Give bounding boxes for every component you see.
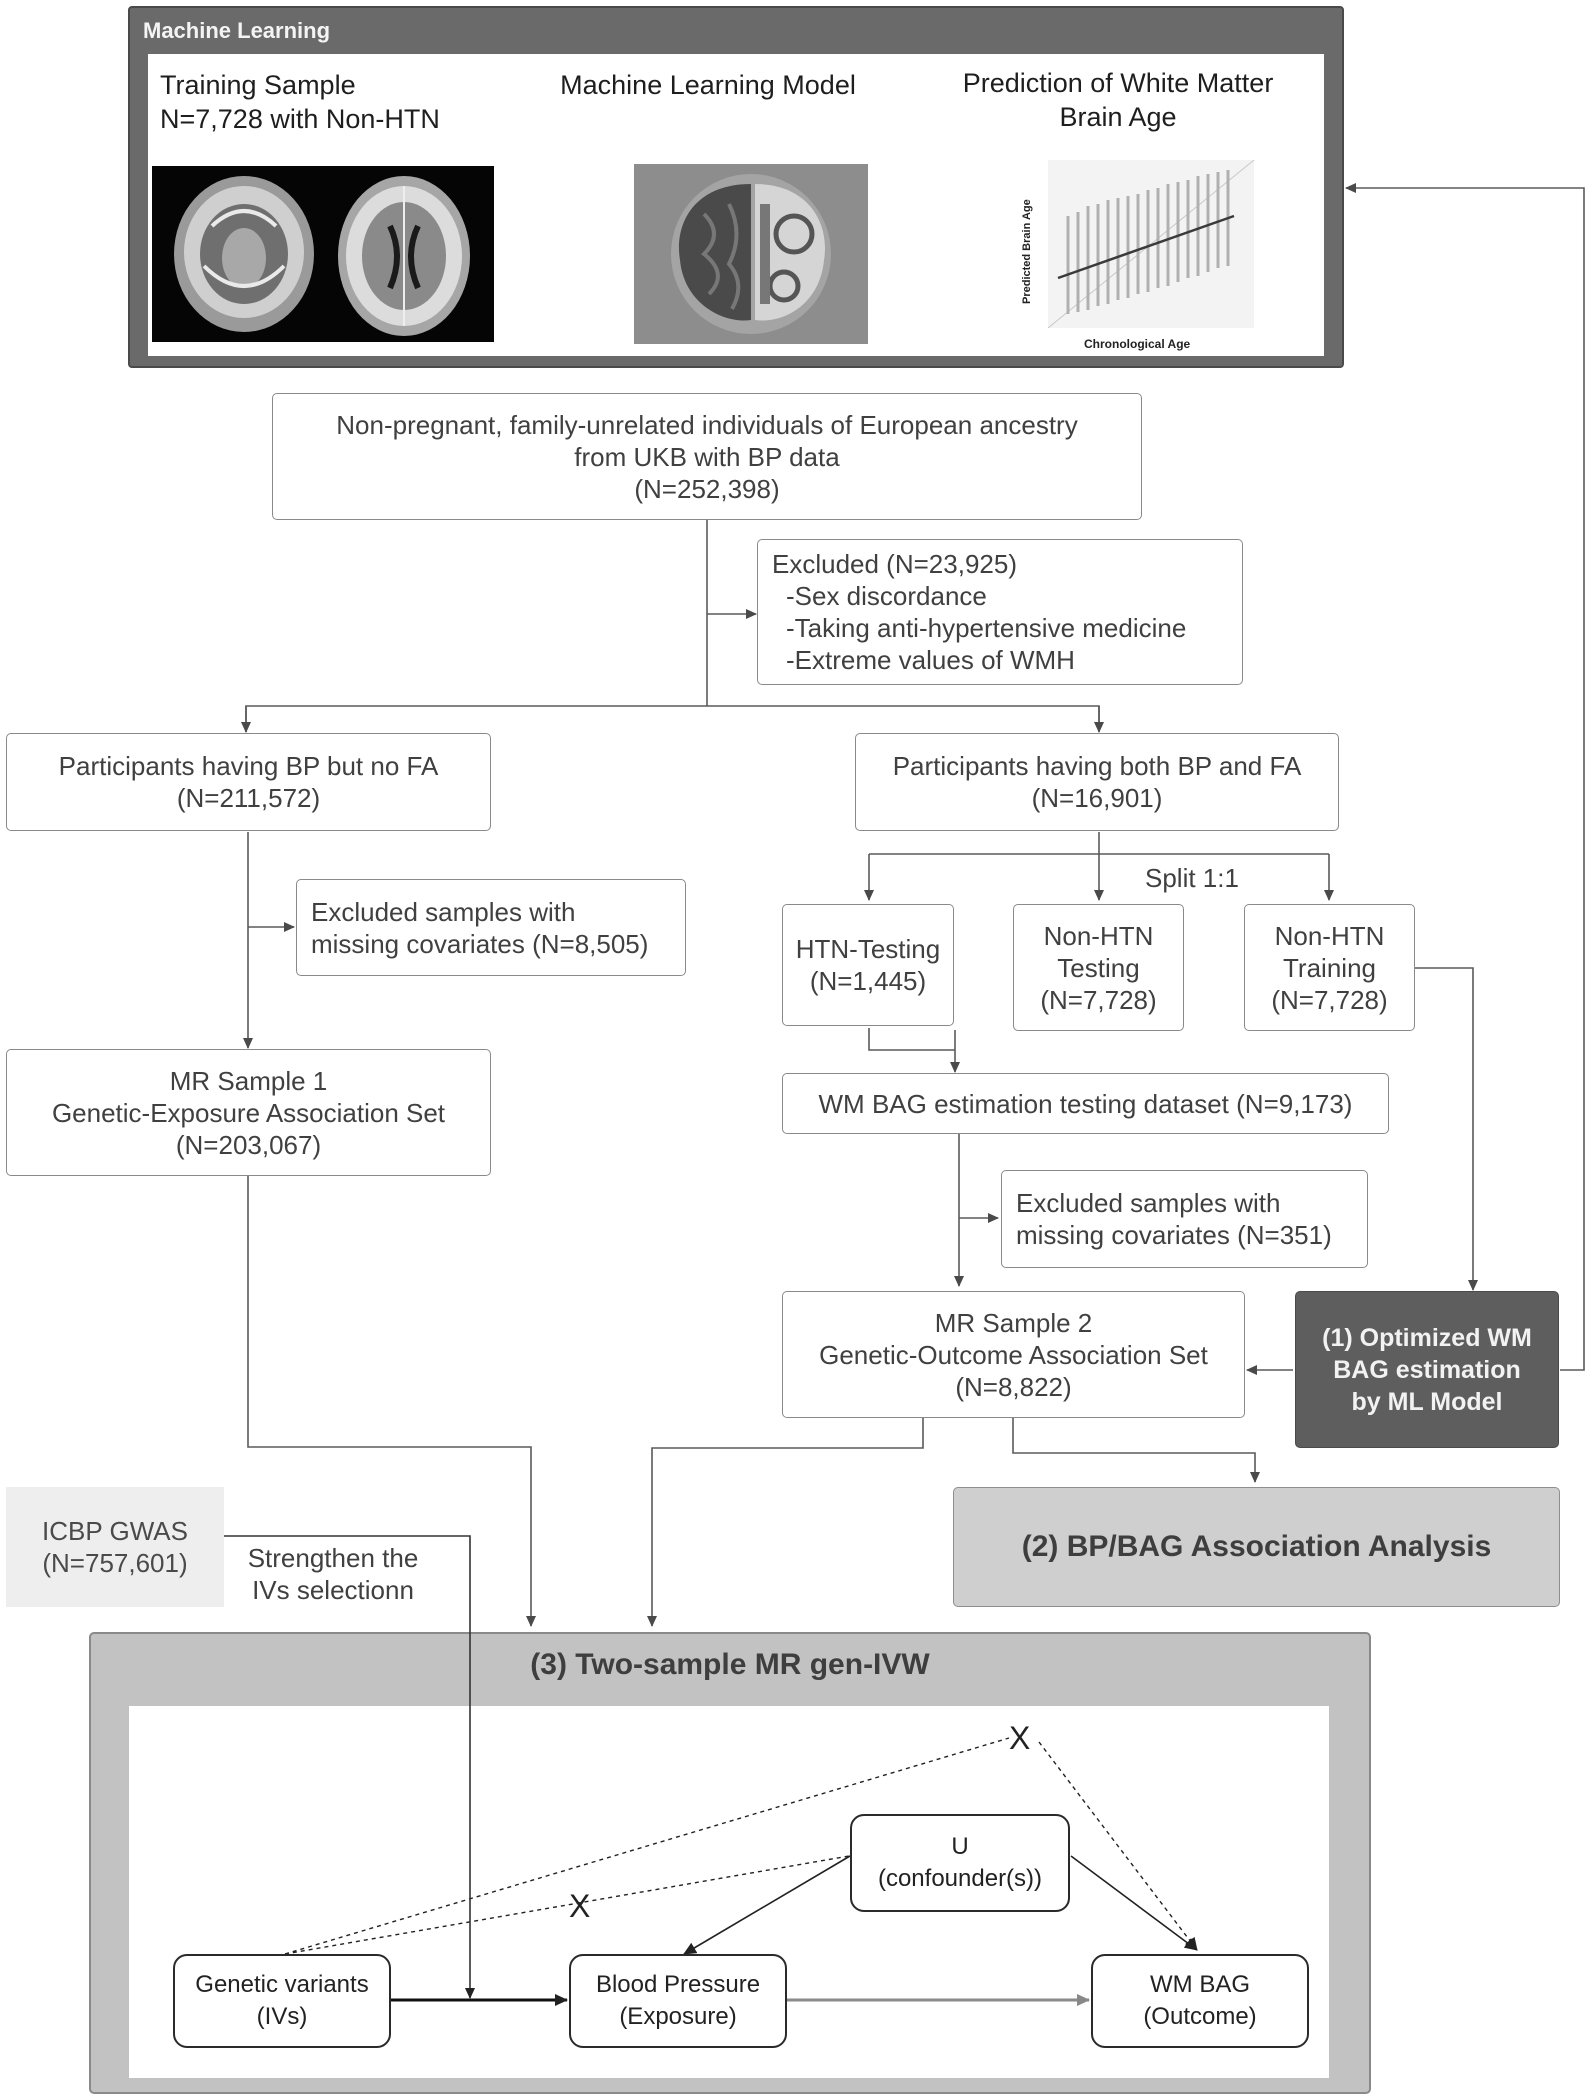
predicted-vs-chronological-plot: Predicted Brain Age Chronological Age: [1018, 154, 1258, 354]
bp-no-fa-box: Participants having BP but no FA (N=211,…: [6, 733, 491, 831]
mr-sample-2-box: MR Sample 2 Genetic-Outcome Association …: [782, 1291, 1245, 1418]
mr-sample-1-box: MR Sample 1 Genetic-Exposure Association…: [6, 1049, 491, 1176]
mr-panel-title: (3) Two-sample MR gen-IVW: [530, 1648, 930, 1681]
ukb-cohort-box: Non-pregnant, family-unrelated individua…: [272, 393, 1142, 520]
htn-testing-box: HTN-Testing (N=1,445): [782, 904, 954, 1026]
brain-machine-icon: [634, 164, 868, 344]
ml-panel-content: Training Sample N=7,728 with Non-HTN Mac…: [148, 54, 1324, 356]
wm-bag-node: WM BAG (Outcome): [1091, 1954, 1309, 2048]
excluded-covariates-box-1: Excluded samples with missing covariates…: [296, 879, 686, 976]
dag-edges: [284, 1737, 1198, 2006]
two-sample-mr-panel: (3) Two-sample MR gen-IVW U (confounder(…: [89, 1632, 1371, 2094]
brain-mri-icon: [152, 166, 494, 342]
nonhtn-training-box: Non-HTN Training (N=7,728): [1244, 904, 1415, 1031]
bp-and-fa-box: Participants having both BP and FA (N=16…: [855, 733, 1339, 831]
strengthen-ivs-label: Strengthen the IVs selectionn: [247, 1543, 419, 1605]
association-analysis-box: (2) BP/BAG Association Analysis: [953, 1487, 1560, 1607]
plot-ylabel: Predicted Brain Age: [1021, 199, 1033, 304]
nonhtn-testing-box: Non-HTN Testing (N=7,728): [1013, 904, 1184, 1031]
blocked-path-mark-lower: X: [569, 1888, 591, 1924]
confounder-node: U (confounder(s)): [850, 1814, 1070, 1912]
model-caption: Machine Learning Model: [560, 70, 856, 100]
ml-panel-title: Machine Learning: [143, 18, 331, 43]
genetic-variants-node: Genetic variants (IVs): [173, 1954, 391, 2048]
machine-learning-panel: Machine Learning Training Sample N=7,728…: [128, 6, 1344, 368]
plot-xlabel: Chronological Age: [1084, 337, 1191, 351]
prediction-caption: Prediction of White Matter Brain Age: [962, 68, 1274, 132]
wm-bag-testing-box: WM BAG estimation testing dataset (N=9,1…: [782, 1073, 1389, 1134]
mr-dag-area: U (confounder(s)) Genetic variants (IVs)…: [129, 1706, 1329, 2078]
icbp-gwas-box: ICBP GWAS (N=757,601): [6, 1487, 224, 1607]
blood-pressure-node: Blood Pressure (Exposure): [569, 1954, 787, 2048]
optimized-ml-model-box: (1) Optimized WM BAG estimation by ML Mo…: [1295, 1291, 1559, 1448]
training-sample-caption: Training Sample N=7,728 with Non-HTN: [160, 70, 440, 134]
excluded-main-box: Excluded (N=23,925) -Sex discordance -Ta…: [757, 539, 1243, 685]
blocked-path-mark-upper: X: [1009, 1720, 1031, 1756]
split-label: Split 1:1: [1145, 863, 1239, 893]
excluded-covariates-box-2: Excluded samples with missing covariates…: [1001, 1170, 1368, 1268]
